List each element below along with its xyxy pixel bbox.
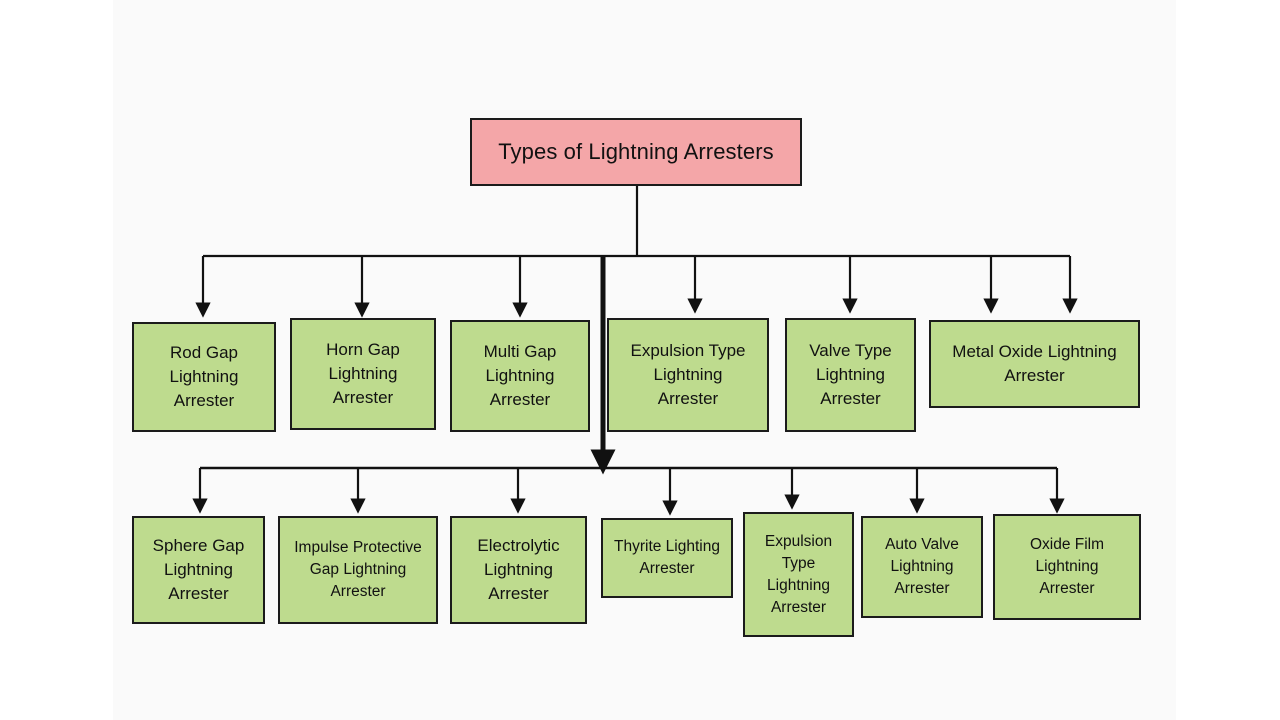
node-multi-gap-lightning-arrester[interactable]: Multi Gap Lightning Arrester bbox=[450, 320, 590, 432]
node-horn-gap-lightning-arrester[interactable]: Horn Gap Lightning Arrester bbox=[290, 318, 436, 430]
node-impulse-protective-gap-lightning-arrester[interactable]: Impulse Protective Gap Lightning Arreste… bbox=[278, 516, 438, 624]
node-sphere-gap-lightning-arrester[interactable]: Sphere Gap Lightning Arrester bbox=[132, 516, 265, 624]
node-metal-oxide-lightning-arrester[interactable]: Metal Oxide Lightning Arrester bbox=[929, 320, 1140, 408]
node-valve-type-lightning-arrester[interactable]: Valve Type Lightning Arrester bbox=[785, 318, 916, 432]
node-oxide-film-lightning-arrester[interactable]: Oxide Film Lightning Arrester bbox=[993, 514, 1141, 620]
node-auto-valve-lightning-arrester[interactable]: Auto Valve Lightning Arrester bbox=[861, 516, 983, 618]
root-node-types-of-lightning-arresters[interactable]: Types of Lightning Arresters bbox=[470, 118, 802, 186]
node-expulsion-type-lightning-arrester-2[interactable]: Expulsion Type Lightning Arrester bbox=[743, 512, 854, 637]
node-expulsion-type-lightning-arrester[interactable]: Expulsion Type Lightning Arrester bbox=[607, 318, 769, 432]
node-thyrite-lighting-arrester[interactable]: Thyrite Lighting Arrester bbox=[601, 518, 733, 598]
node-electrolytic-lightning-arrester[interactable]: Electrolytic Lightning Arrester bbox=[450, 516, 587, 624]
node-rod-gap-lightning-arrester[interactable]: Rod Gap Lightning Arrester bbox=[132, 322, 276, 432]
